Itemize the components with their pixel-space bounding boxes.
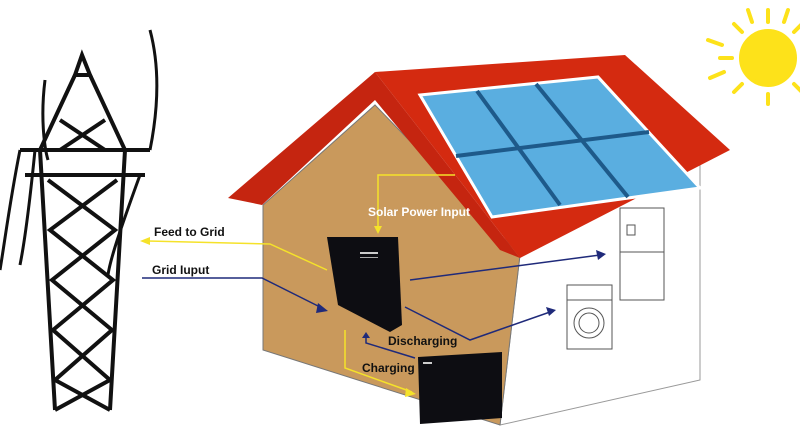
discharging-line xyxy=(365,337,416,359)
charging-label: Charging xyxy=(362,361,415,375)
grid-input-line xyxy=(142,277,323,309)
charging-line xyxy=(344,330,413,393)
solar-power-input-label: Solar Power Input xyxy=(368,205,471,219)
feed-to-grid-line xyxy=(147,240,328,271)
washing-machine-icon xyxy=(566,284,613,350)
sun-icon xyxy=(706,8,800,106)
refrigerator-icon xyxy=(619,207,665,301)
arrow-right-icon xyxy=(316,303,328,313)
battery-device xyxy=(418,352,502,424)
solar-input-line xyxy=(377,174,455,228)
power-pylon-icon xyxy=(0,29,159,412)
feed-to-grid-label: Feed to Grid xyxy=(154,225,225,239)
arrow-left-icon xyxy=(140,237,150,245)
solar-panel xyxy=(417,75,704,219)
roof-gable xyxy=(228,72,520,258)
discharging-label: Discharging xyxy=(388,334,458,348)
grid-input-label: Grid Iuput xyxy=(152,263,210,277)
inverter-device xyxy=(327,237,402,332)
